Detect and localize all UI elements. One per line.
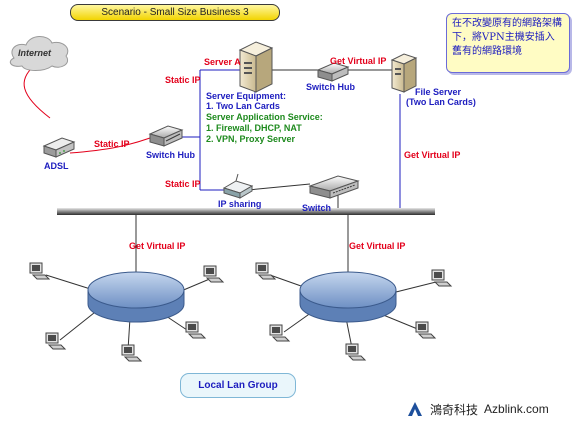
get-virtual-ip-label: Get Virtual IP bbox=[404, 150, 461, 160]
server-equipment-title: Server Equipment: bbox=[206, 91, 287, 101]
switch-hub-label: Switch Hub bbox=[306, 82, 355, 92]
computer-icon bbox=[431, 269, 453, 287]
get-virtual-ip-label: Get Virtual IP bbox=[349, 241, 406, 251]
switch-hub-icon bbox=[148, 125, 184, 147]
switch-label: Switch bbox=[302, 203, 332, 213]
server-service-item: 2. VPN, Proxy Server bbox=[206, 134, 296, 144]
switch-hub-icon bbox=[316, 62, 350, 82]
static-ip-label: Static IP bbox=[94, 139, 130, 149]
brand-name-en: Azblink.com bbox=[484, 402, 549, 416]
adsl-label: ADSL bbox=[44, 161, 69, 171]
backbone-bus bbox=[57, 208, 435, 215]
server-a-label: Server A bbox=[204, 57, 241, 67]
modem-icon bbox=[42, 137, 76, 158]
static-ip-label: Static IP bbox=[165, 75, 201, 85]
computer-icon bbox=[45, 332, 67, 350]
get-virtual-ip-label: Get Virtual IP bbox=[129, 241, 186, 251]
router-icon bbox=[222, 173, 254, 199]
computer-icon bbox=[415, 321, 437, 339]
computer-icon bbox=[269, 324, 291, 342]
computer-icon bbox=[29, 262, 51, 280]
brand-name-cn: 鴻奇科技 bbox=[430, 402, 479, 417]
server-service-item: 1. Firewall, DHCP, NAT bbox=[206, 123, 302, 133]
cloud-icon bbox=[9, 36, 69, 71]
server-equipment-item: 1. Two Lan Cards bbox=[206, 101, 280, 111]
computer-icon bbox=[121, 344, 143, 362]
computer-icon bbox=[345, 343, 367, 361]
azblink-logo-icon bbox=[408, 402, 422, 416]
connection-lines bbox=[23, 65, 437, 351]
lan-disk-icon bbox=[299, 271, 397, 323]
get-virtual-ip-label: Get Virtual IP bbox=[330, 56, 387, 66]
server-icon bbox=[238, 41, 274, 93]
brand-footer: 鴻奇科技 Azblink.com bbox=[406, 398, 549, 420]
computer-icon bbox=[185, 321, 207, 339]
internet-label: Internet bbox=[18, 48, 52, 58]
computer-icon bbox=[255, 262, 277, 280]
local-lan-group-label: Local Lan Group bbox=[180, 373, 296, 398]
note-box: 在不改變原有的網路架構下，將VPN主機安插入舊有的網路環境 bbox=[446, 13, 570, 73]
switch-hub-label: Switch Hub bbox=[146, 150, 195, 160]
server-service-title: Server Application Service: bbox=[206, 112, 323, 122]
file-server-subtitle: (Two Lan Cards) bbox=[406, 97, 476, 107]
static-ip-label: Static IP bbox=[165, 179, 201, 189]
diagram-title: Scenario - Small Size Business 3 bbox=[70, 4, 280, 21]
ip-sharing-label: IP sharing bbox=[218, 199, 262, 209]
computer-icon bbox=[203, 265, 225, 283]
switch-icon bbox=[308, 175, 360, 199]
server-icon bbox=[390, 53, 418, 93]
file-server-label: File Server bbox=[415, 87, 462, 97]
lan-disk-icon bbox=[87, 271, 185, 323]
